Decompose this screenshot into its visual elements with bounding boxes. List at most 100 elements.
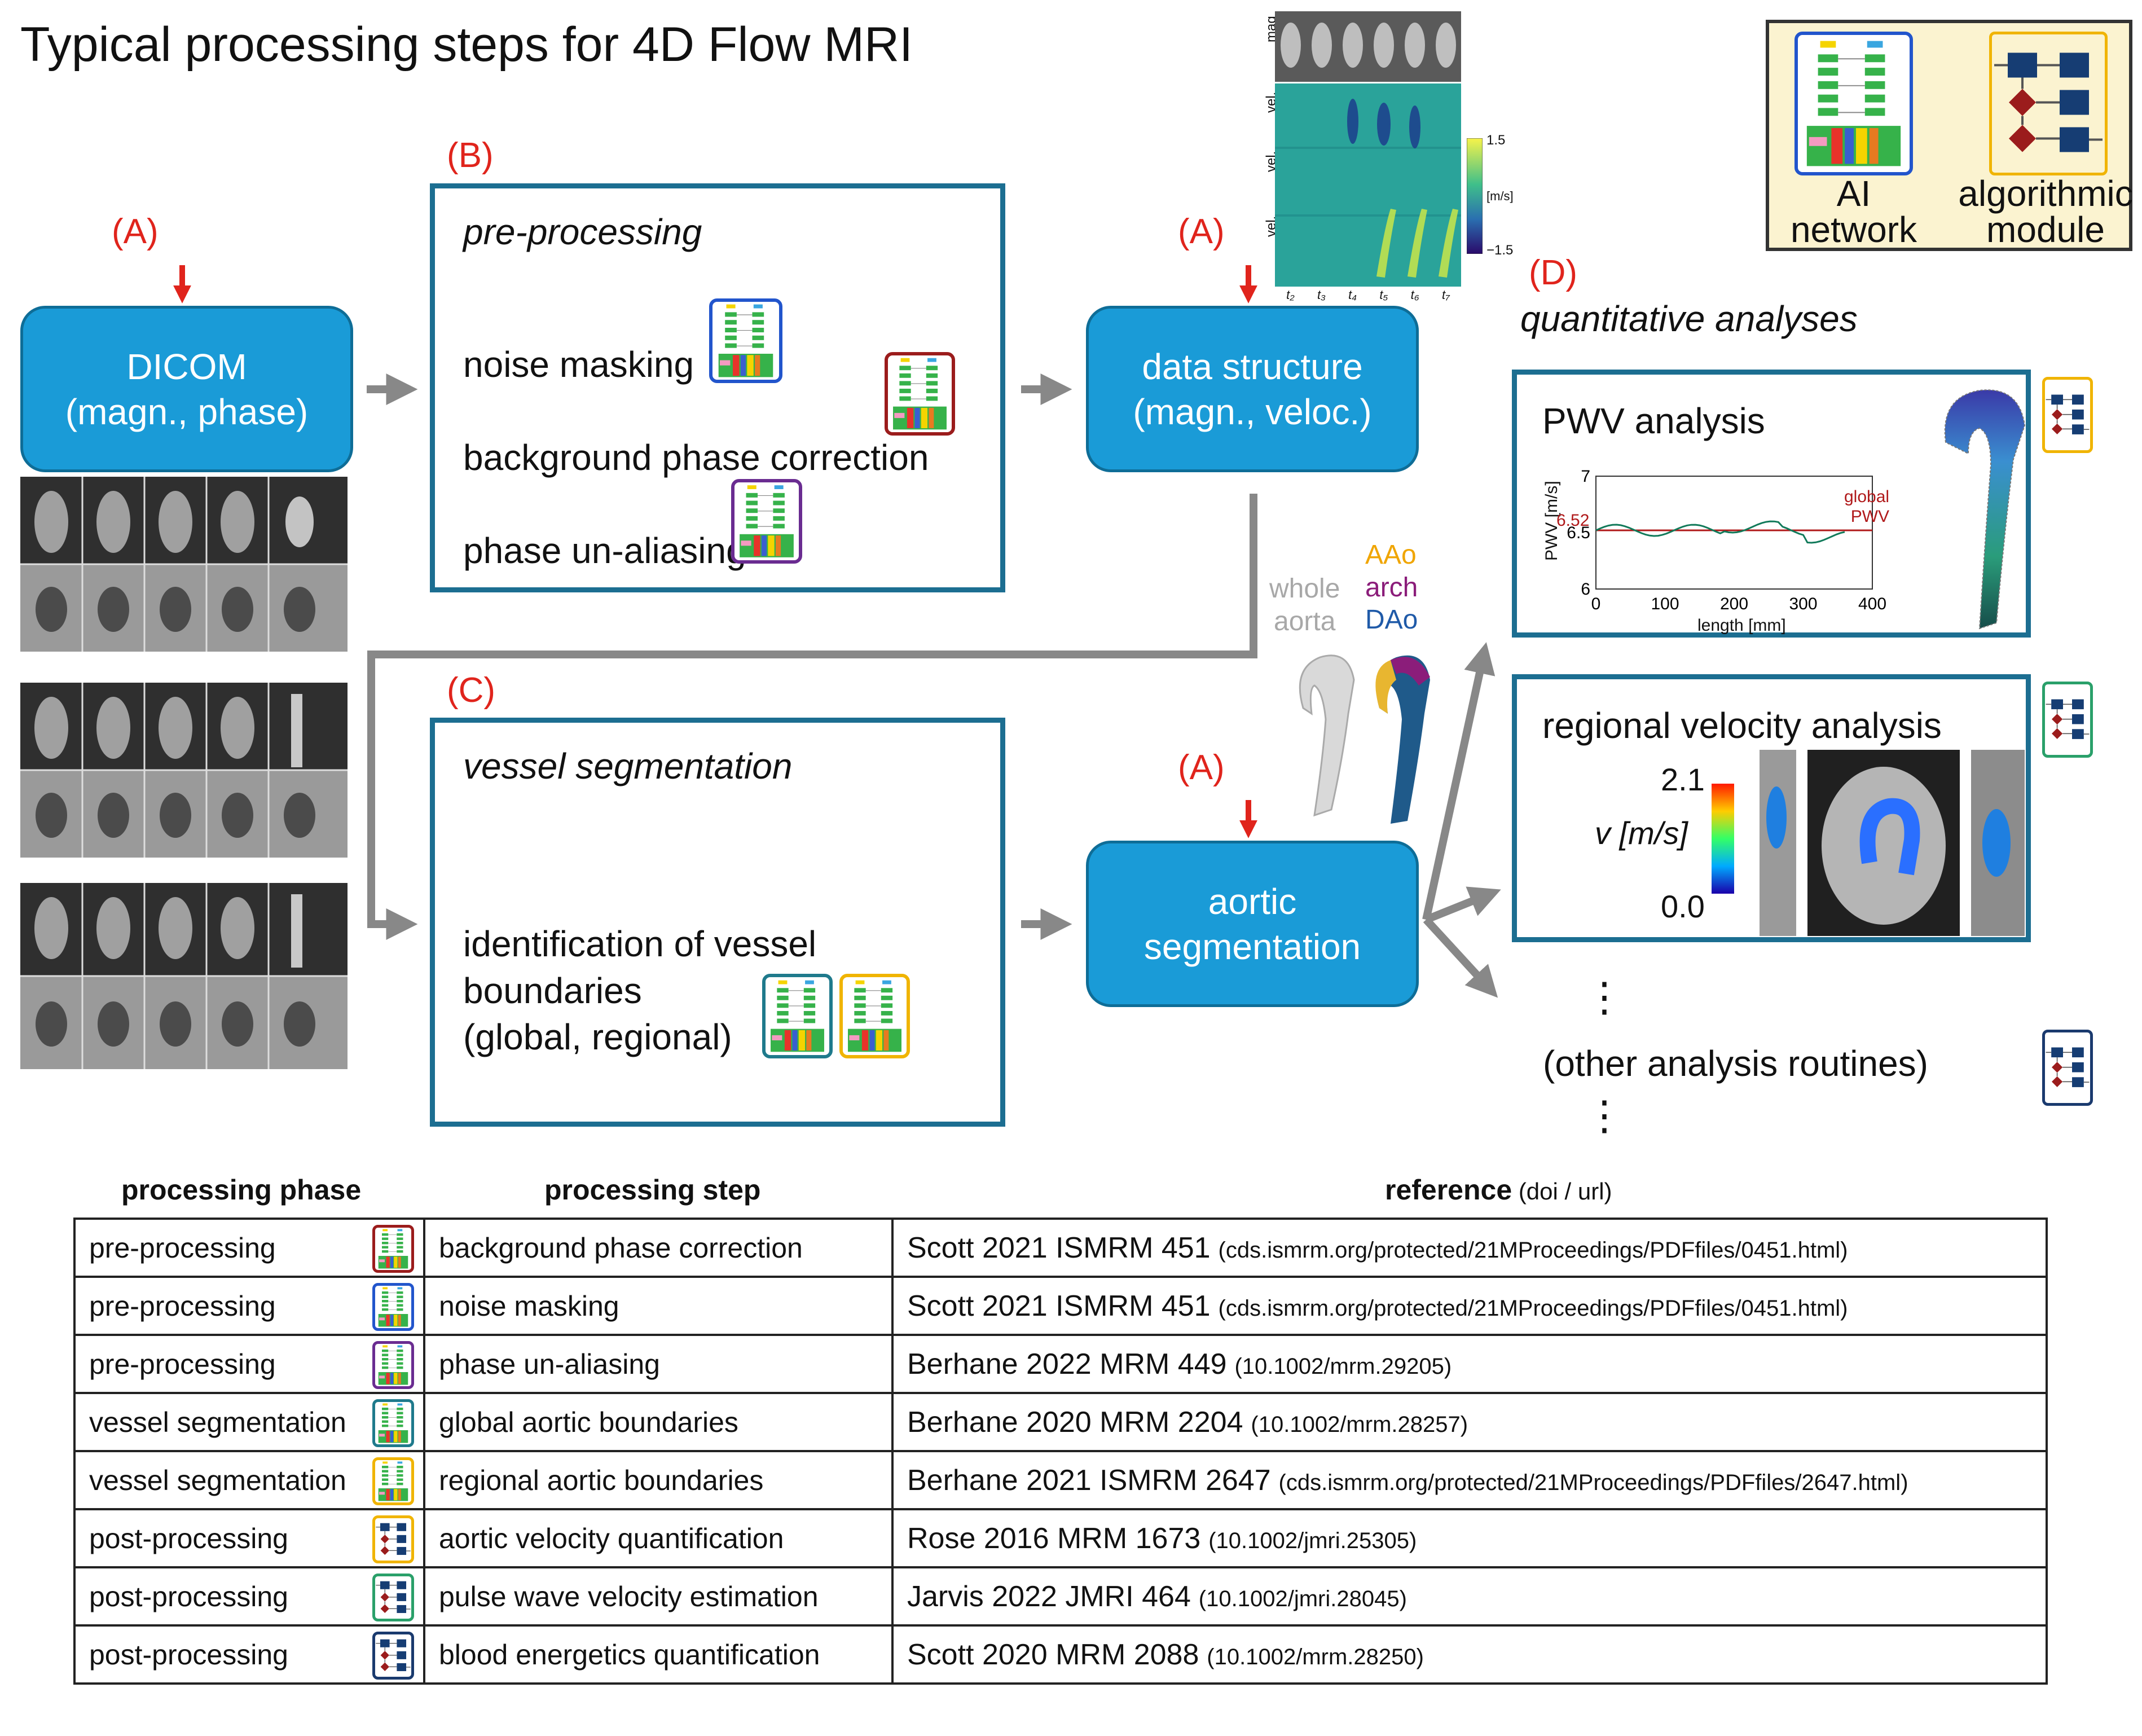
- arrow-aortic-to-other: [1423, 917, 1498, 998]
- velocity-cbar-max: 2.1: [1661, 762, 1705, 797]
- data-structure-subtitle: (magn., veloc.): [1133, 391, 1372, 432]
- pwv-x-axis-label: length [mm]: [1697, 616, 1786, 635]
- cell-step: aortic velocity quantification: [423, 1508, 894, 1568]
- cell-reference-main: Jarvis 2022 JMRI 464: [907, 1580, 1191, 1613]
- legend-box: AI network algorithmic module: [1766, 20, 2133, 251]
- cell-reference-main: Scott 2021 ISMRM 451: [907, 1231, 1211, 1264]
- whole-aorta-render: [1299, 654, 1355, 817]
- ai-network-icon-teal: [762, 974, 833, 1058]
- table-header-reference: reference (doi / url): [1385, 1174, 1612, 1206]
- cell-reference-main: Berhane 2022 MRM 449: [907, 1347, 1227, 1381]
- regional-velocity-frame: regional velocity analysis 2.1 v [m/s] 0…: [1512, 674, 2031, 942]
- ai-network-icon-red: [885, 352, 955, 436]
- cell-step: pulse wave velocity estimation: [423, 1566, 894, 1627]
- legend-algo-label: algorithmic module: [1950, 175, 2141, 248]
- table-row: pre-processing background phase correcti…: [73, 1218, 2048, 1278]
- aortic-segmentation-box: aortic segmentation: [1086, 841, 1419, 1007]
- cell-reference-url[interactable]: (10.1002/mrm.29205): [1234, 1353, 1452, 1379]
- mri-stack-1: [20, 477, 348, 652]
- cell-phase: post-processing: [73, 1566, 425, 1627]
- algo-icon-pwv: [2042, 377, 2093, 453]
- cell-step: phase un-aliasing: [423, 1334, 894, 1394]
- cell-phase: pre-processing: [73, 1218, 425, 1278]
- cell-reference: Jarvis 2022 JMRI 464 (10.1002/jmri.28045…: [891, 1566, 2048, 1627]
- velocity-cbar-min: 0.0: [1661, 889, 1705, 924]
- data-structure-title: data structure: [1142, 346, 1363, 387]
- segmentation-line2: boundaries: [463, 970, 642, 1011]
- global-pwv-line2: PWV: [1850, 507, 1890, 526]
- label-c: (C): [447, 671, 496, 710]
- pwv-y-tick-label: 7: [1581, 467, 1590, 486]
- velocity-colorbar-jet: [1712, 784, 1734, 894]
- pwv-value-label: 6.52: [1556, 511, 1590, 530]
- legend-ai-label: AI network: [1780, 175, 1927, 248]
- cell-phase: pre-processing: [73, 1334, 425, 1394]
- pwv-x-tick-label: 300: [1789, 595, 1817, 613]
- cell-reference-url[interactable]: (10.1002/jmri.28045): [1198, 1586, 1407, 1611]
- ai-network-icon-teal: [372, 1399, 414, 1447]
- velocity-image-grid: [1275, 11, 1461, 287]
- pwv-y-tick-label: 6.5: [1567, 524, 1590, 542]
- table-row: vessel segmentation regional aortic boun…: [73, 1450, 2048, 1510]
- cell-phase-text: post-processing: [89, 1522, 288, 1554]
- arrow-aortic-to-regional: [1424, 886, 1501, 924]
- cell-reference-url[interactable]: (10.1002/mrm.28250): [1207, 1644, 1424, 1669]
- aorta-pwv-render: [1944, 389, 2026, 630]
- cell-phase-text: vessel segmentation: [89, 1406, 346, 1438]
- cell-reference-main: Scott 2021 ISMRM 451: [907, 1289, 1211, 1322]
- preprocessing-title: pre-processing: [463, 212, 702, 252]
- cell-phase-text: pre-processing: [89, 1232, 276, 1264]
- table-header-phase: processing phase: [121, 1174, 362, 1206]
- colorbar-max-label: 1.5: [1486, 133, 1506, 148]
- colorbar-min-label: −1.5: [1486, 243, 1514, 258]
- table-header-reference-bold: reference: [1385, 1174, 1512, 1206]
- table-row: vessel segmentation global aortic bounda…: [73, 1392, 2048, 1452]
- cell-phase: vessel segmentation: [73, 1392, 425, 1452]
- pwv-x-tick-label: 200: [1720, 595, 1748, 613]
- label-a-dicom: (A): [112, 212, 159, 251]
- label-a-aortic: (A): [1178, 748, 1225, 787]
- table-header-reference-rest: (doi / url): [1512, 1178, 1612, 1205]
- label-b: (B): [447, 136, 494, 175]
- dicom-title: DICOM: [126, 346, 247, 387]
- step-phase-unaliasing: phase un-aliasing: [463, 530, 746, 571]
- cell-step: blood energetics quantification: [423, 1624, 894, 1685]
- pwv-y-tick-label: 6: [1581, 580, 1590, 599]
- cell-reference: Scott 2020 MRM 2088 (10.1002/mrm.28250): [891, 1624, 2048, 1685]
- cell-phase: vessel segmentation: [73, 1450, 425, 1510]
- global-pwv-label: global PWV: [1844, 487, 1889, 526]
- preprocessing-frame: pre-processing noise masking background …: [430, 183, 1005, 592]
- cell-reference-url[interactable]: (cds.ismrm.org/protected/21MProceedings/…: [1218, 1295, 1848, 1321]
- legend-ai-line1: AI: [1836, 173, 1871, 214]
- arrow-aortic-to-pwv: [1422, 642, 1496, 921]
- cell-reference-url[interactable]: (cds.ismrm.org/protected/21MProceedings/…: [1218, 1237, 1848, 1263]
- dicom-box: DICOM (magn., phase): [20, 306, 353, 472]
- algo-module-icon-yellow: [372, 1515, 414, 1563]
- cell-reference-url[interactable]: (cds.ismrm.org/protected/21MProceedings/…: [1278, 1470, 1908, 1495]
- page-title: Typical processing steps for 4D Flow MRI: [20, 17, 913, 72]
- cell-reference: Scott 2021 ISMRM 451 (cds.ismrm.org/prot…: [891, 1218, 2048, 1278]
- data-structure-box: data structure (magn., veloc.): [1086, 306, 1419, 472]
- arrow-datastruct-to-seg: [367, 494, 1257, 940]
- quantitative-title: quantitative analyses: [1520, 298, 1858, 339]
- velocity-colorbar-small: [1467, 138, 1483, 254]
- cell-step: noise masking: [423, 1276, 894, 1336]
- time-label-t3: t₃: [1317, 288, 1326, 302]
- regional-aorta-render: [1375, 655, 1430, 824]
- global-pwv-line1: global: [1844, 487, 1890, 506]
- cell-reference-url[interactable]: (10.1002/jmri.25305): [1208, 1528, 1417, 1553]
- segmentation-title: vessel segmentation: [463, 746, 793, 786]
- cell-reference-url[interactable]: (10.1002/mrm.28257): [1251, 1412, 1468, 1437]
- cell-reference-main: Rose 2016 MRM 1673: [907, 1522, 1201, 1555]
- cell-reference: Berhane 2021 ISMRM 2647 (cds.ismrm.org/p…: [891, 1450, 2048, 1510]
- pwv-series: [1595, 520, 1845, 544]
- cell-phase-text: post-processing: [89, 1580, 288, 1612]
- pwv-y-ticks: 76.56: [1567, 467, 1590, 599]
- pwv-x-tick-label: 100: [1651, 595, 1679, 613]
- legend-ai-network-icon: [1794, 32, 1913, 175]
- time-label-t6: t₆: [1410, 288, 1419, 302]
- cell-reference-main: Scott 2020 MRM 2088: [907, 1638, 1199, 1671]
- cell-step: regional aortic boundaries: [423, 1450, 894, 1510]
- table-row: post-processing aortic velocity quantifi…: [73, 1508, 2048, 1568]
